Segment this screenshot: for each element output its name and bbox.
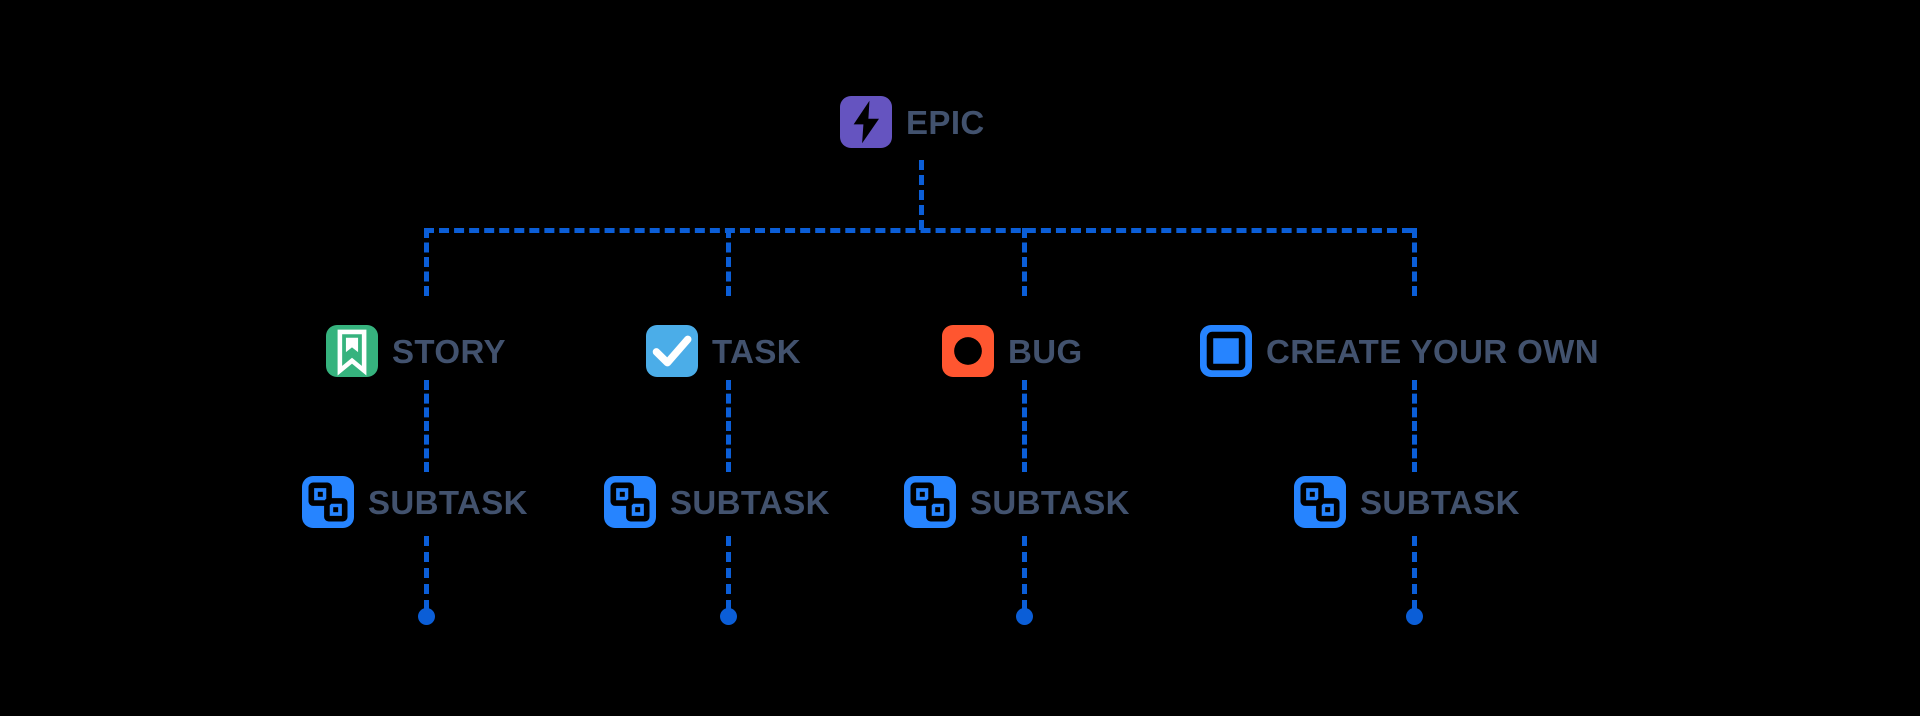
node-bug[interactable]: BUG xyxy=(942,325,1083,377)
create-square-icon xyxy=(1200,325,1252,377)
connector-end-dot-4 xyxy=(1406,608,1423,625)
subtask-squares-icon xyxy=(1294,476,1346,528)
connector-end-dot-2 xyxy=(720,608,737,625)
connector-branch-bug xyxy=(1022,228,1027,296)
connector-end-dot-3 xyxy=(1016,608,1033,625)
node-subtask-4[interactable]: SUBTASK xyxy=(1294,476,1520,528)
subtask-squares-icon xyxy=(604,476,656,528)
subtask-squares-icon xyxy=(904,476,956,528)
node-story[interactable]: STORY xyxy=(326,325,506,377)
connector-subtask-tail-2 xyxy=(726,536,731,610)
node-label-subtask-2: SUBTASK xyxy=(670,483,830,521)
connector-epic-stem xyxy=(919,160,924,230)
node-label-subtask-3: SUBTASK xyxy=(970,483,1130,521)
connector-task-to-subtask xyxy=(726,380,731,472)
node-epic[interactable]: EPIC xyxy=(840,96,985,148)
node-label-story: STORY xyxy=(392,332,506,370)
bug-circle-icon xyxy=(942,325,994,377)
node-create-your-own[interactable]: CREATE YOUR OWN xyxy=(1200,325,1599,377)
story-bookmark-icon xyxy=(326,325,378,377)
connector-story-to-subtask xyxy=(424,380,429,472)
connector-bug-to-subtask xyxy=(1022,380,1027,472)
connector-horizontal-bus xyxy=(424,228,1412,233)
node-label-subtask-4: SUBTASK xyxy=(1360,483,1520,521)
node-subtask-3[interactable]: SUBTASK xyxy=(904,476,1130,528)
connector-end-dot-1 xyxy=(418,608,435,625)
node-label-epic: EPIC xyxy=(906,103,985,141)
connector-branch-task xyxy=(726,228,731,296)
node-subtask-2[interactable]: SUBTASK xyxy=(604,476,830,528)
task-check-icon xyxy=(646,325,698,377)
node-subtask-1[interactable]: SUBTASK xyxy=(302,476,528,528)
connector-subtask-tail-3 xyxy=(1022,536,1027,610)
connector-subtask-tail-1 xyxy=(424,536,429,610)
connector-subtask-tail-4 xyxy=(1412,536,1417,610)
connector-create-to-subtask xyxy=(1412,380,1417,472)
node-label-bug: BUG xyxy=(1008,332,1083,370)
node-label-task: TASK xyxy=(712,332,801,370)
node-label-subtask-1: SUBTASK xyxy=(368,483,528,521)
connector-branch-story xyxy=(424,228,429,296)
connector-branch-create-your-own xyxy=(1412,228,1417,296)
node-label-create-your-own: CREATE YOUR OWN xyxy=(1266,332,1599,370)
subtask-squares-icon xyxy=(302,476,354,528)
node-task[interactable]: TASK xyxy=(646,325,801,377)
epic-lightning-icon xyxy=(840,96,892,148)
